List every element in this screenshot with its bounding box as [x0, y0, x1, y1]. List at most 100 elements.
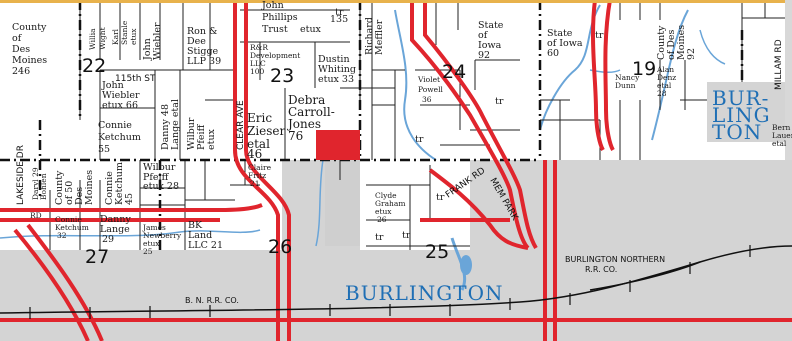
tr-label: tr: [402, 230, 411, 241]
svg-text:Moines: Moines: [84, 170, 95, 205]
owner-bern-lauer: Bern Lauer etal: [772, 123, 792, 148]
svg-text:Debra: Debra: [288, 93, 325, 107]
svg-text:Connie: Connie: [104, 171, 115, 205]
svg-text:Graham: Graham: [375, 199, 405, 208]
svg-text:Carroll-: Carroll-: [288, 105, 335, 119]
section-27: 27: [85, 246, 109, 268]
svg-text:Dee: Dee: [187, 36, 206, 47]
road-clear-ave: CLEAR AVE: [236, 100, 246, 150]
svg-text:Meffler: Meffler: [374, 19, 385, 55]
rd-label: RD: [30, 211, 42, 220]
svg-text:John: John: [101, 80, 124, 91]
svg-text:246: 246: [12, 66, 30, 77]
svg-text:Clyde: Clyde: [375, 191, 397, 200]
svg-text:BK: BK: [188, 220, 203, 231]
svg-text:Fritz: Fritz: [248, 171, 266, 180]
owner-john-wiebler-2: John Wiebler etux 66: [101, 80, 140, 111]
svg-text:Richard: Richard: [364, 17, 375, 55]
svg-text:Bern: Bern: [772, 123, 791, 132]
owner-debra-carroll: Debra Carroll- Jones 76: [286, 93, 335, 143]
svg-text:Wiebler: Wiebler: [102, 90, 140, 101]
city-area-right: [707, 82, 792, 142]
svg-text:21: 21: [250, 179, 260, 188]
railroad-ties: [29, 245, 751, 319]
svg-text:etux 33: etux 33: [318, 74, 354, 85]
svg-text:County: County: [54, 170, 65, 205]
section-22: 22: [82, 55, 106, 77]
svg-text:Phillips: Phillips: [262, 12, 298, 23]
svg-text:Pfeiff: Pfeiff: [143, 172, 170, 183]
tr-label: tr: [415, 134, 424, 145]
owner-dustin-whiting: Dustin Whiting etux 33: [318, 54, 356, 85]
svg-text:Des: Des: [74, 187, 85, 205]
svg-text:Dunn: Dunn: [615, 81, 636, 90]
svg-text:Connie: Connie: [98, 120, 132, 131]
owner-john-wiebler-top: John Wiebler: [142, 22, 163, 61]
svg-text:State: State: [547, 28, 573, 39]
svg-text:Connie: Connie: [55, 215, 82, 224]
svg-text:Ketchum: Ketchum: [114, 162, 125, 205]
section-lines: [0, 0, 744, 250]
owner-violet-powell: Violet Powell 36: [417, 75, 444, 104]
svg-text:etux 28: etux 28: [143, 181, 179, 192]
road-115th: 115th ST: [115, 74, 156, 84]
svg-text:Violet: Violet: [417, 75, 440, 84]
svg-text:County: County: [12, 22, 47, 33]
tr-label: tr: [375, 232, 384, 243]
svg-text:Lange: Lange: [100, 224, 130, 235]
owner-connie-ketchum-1: Connie Ketchum 55: [98, 120, 141, 155]
svg-text:100: 100: [250, 67, 265, 76]
svg-text:State: State: [478, 20, 504, 31]
svg-text:John: John: [261, 0, 284, 11]
owner-county-des-moines-3: County of 50 Des Moines: [54, 170, 95, 205]
svg-text:Wilbur: Wilbur: [186, 117, 197, 150]
owner-wilbur-pfeiff-1: Wilbur Pfeiff etux: [186, 117, 217, 150]
svg-text:92: 92: [686, 48, 697, 60]
owner-connie-ketchum-3: Connie Ketchum 32: [55, 215, 89, 240]
svg-text:etal: etal: [772, 139, 787, 148]
svg-text:60: 60: [547, 48, 559, 59]
svg-text:County: County: [656, 25, 667, 60]
svg-text:Ketchum: Ketchum: [98, 132, 141, 143]
svg-text:etal: etal: [657, 81, 672, 90]
bn-label-1: BURLINGTON NORTHERN: [565, 255, 665, 264]
city-label: BURLINGTON: [345, 281, 504, 305]
svg-text:etux: etux: [300, 24, 322, 35]
owner-john-phillips: John Phillips Trust etux: [261, 0, 322, 35]
svg-text:LLC: LLC: [250, 59, 266, 68]
bnrr-label: B. N. R.R. CO.: [185, 296, 239, 305]
svg-text:46: 46: [247, 147, 262, 161]
city-label-right-2: LING: [712, 103, 771, 127]
svg-text:Karl: Karl: [111, 28, 120, 45]
city-label-right-3: TON: [712, 120, 762, 144]
svg-text:Des: Des: [12, 44, 30, 55]
svg-text:etal: etal: [247, 137, 270, 151]
svg-text:etux: etux: [375, 207, 392, 216]
svg-text:36: 36: [422, 95, 432, 104]
svg-text:Eric: Eric: [247, 111, 272, 125]
svg-text:29: 29: [102, 234, 114, 245]
svg-text:Trust: Trust: [262, 24, 288, 35]
svg-text:45: 45: [124, 193, 135, 205]
owner-richard-meffler: Richard Meffler: [364, 17, 385, 55]
city-label-right-1: BUR-: [712, 86, 769, 110]
owner-danny-lange-2: Danny Lange 29: [100, 214, 132, 245]
parcel-135: 135: [330, 14, 348, 25]
svg-text:etux: etux: [129, 28, 138, 45]
owner-state-iowa-2: State of Iowa 60: [547, 28, 583, 59]
svg-text:Jones: Jones: [286, 117, 321, 131]
section-26: 26: [268, 236, 292, 258]
svg-text:Danny 48: Danny 48: [160, 104, 171, 150]
owner-county-des-moines-2: County of Des Moines 92: [656, 25, 697, 60]
svg-text:Land: Land: [188, 230, 212, 241]
svg-text:of: of: [478, 30, 489, 41]
owner-daryl-bohlen: Daryl 29 Bohlen: [31, 167, 48, 200]
svg-text:Wight: Wight: [98, 27, 107, 50]
svg-text:etux: etux: [143, 239, 160, 248]
svg-text:of Iowa: of Iowa: [547, 38, 583, 49]
svg-text:of 50: of 50: [64, 181, 75, 205]
svg-text:Ketchum: Ketchum: [55, 223, 89, 232]
owner-wilbur-pfeiff-2: Wilbur Pfeiff etux 28: [143, 162, 179, 192]
